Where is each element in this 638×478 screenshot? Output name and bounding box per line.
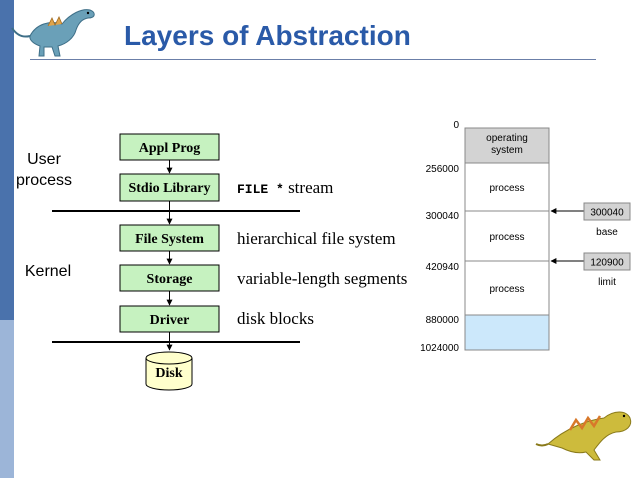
memory-region-process-2-label: process (489, 232, 524, 243)
dinosaur-corner-icon (535, 411, 632, 461)
base-register: 300040 base (550, 202, 631, 238)
kernel-label: Kernel (25, 263, 71, 280)
title-underline (30, 59, 596, 60)
address-880000: 880000 (426, 315, 460, 326)
address-1024000: 1024000 (420, 343, 459, 354)
memory-region-free (464, 314, 550, 351)
memory-region-process-1-label: process (489, 183, 524, 194)
layer-box-driver: Driver (119, 305, 220, 333)
layer-label-file-system: File System (135, 232, 204, 247)
layer-box-file-system: File System (119, 224, 220, 252)
address-256000: 256000 (426, 164, 460, 175)
base-register-value: 300040 (590, 208, 624, 219)
memory-region-process-2 (464, 210, 550, 262)
disk-label: Disk (155, 366, 182, 381)
memory-region-os-label-2: system (491, 145, 523, 156)
left-accent-bar (0, 0, 14, 478)
address-300040: 300040 (426, 211, 460, 222)
memory-region-process-1 (464, 162, 550, 212)
dinosaur-logo-icon (11, 9, 95, 57)
slide-title: Layers of Abstraction (124, 20, 411, 51)
stdio-description: FILE * stream (237, 178, 333, 197)
limit-register: 120900 limit (550, 252, 631, 288)
layer-label-driver: Driver (150, 313, 190, 328)
address-420940: 420940 (426, 262, 460, 273)
layer-box-storage: Storage (119, 264, 220, 292)
user-process-label-line1: User (27, 151, 61, 168)
stdio-description-code: FILE * (237, 182, 284, 197)
address-0: 0 (453, 120, 459, 131)
memory-region-process-3 (464, 260, 550, 316)
fs-description: hierarchical file system (237, 229, 396, 248)
disk-cylinder-icon: Disk (145, 351, 193, 391)
accent-bar-dark (0, 0, 14, 320)
layer-box-stdio-library: Stdio Library (119, 173, 220, 202)
stdio-description-text: stream (284, 178, 334, 197)
base-register-caption: base (596, 227, 618, 238)
memory-map: operating system process process process (464, 127, 550, 351)
layer-label-storage: Storage (147, 272, 193, 287)
layer-label-stdio-library: Stdio Library (128, 181, 210, 196)
driver-description: disk blocks (237, 309, 314, 328)
memory-region-os (464, 127, 550, 164)
storage-description: variable-length segments (237, 269, 407, 288)
limit-register-caption: limit (598, 277, 616, 288)
limit-register-value: 120900 (590, 258, 624, 269)
layer-label-appl-prog: Appl Prog (139, 141, 201, 156)
accent-bar-light (0, 320, 14, 478)
layer-box-appl-prog: Appl Prog (119, 133, 220, 161)
memory-region-process-3-label: process (489, 284, 524, 295)
user-process-label-line2: process (16, 172, 72, 189)
memory-region-os-label-1: operating (486, 133, 528, 144)
